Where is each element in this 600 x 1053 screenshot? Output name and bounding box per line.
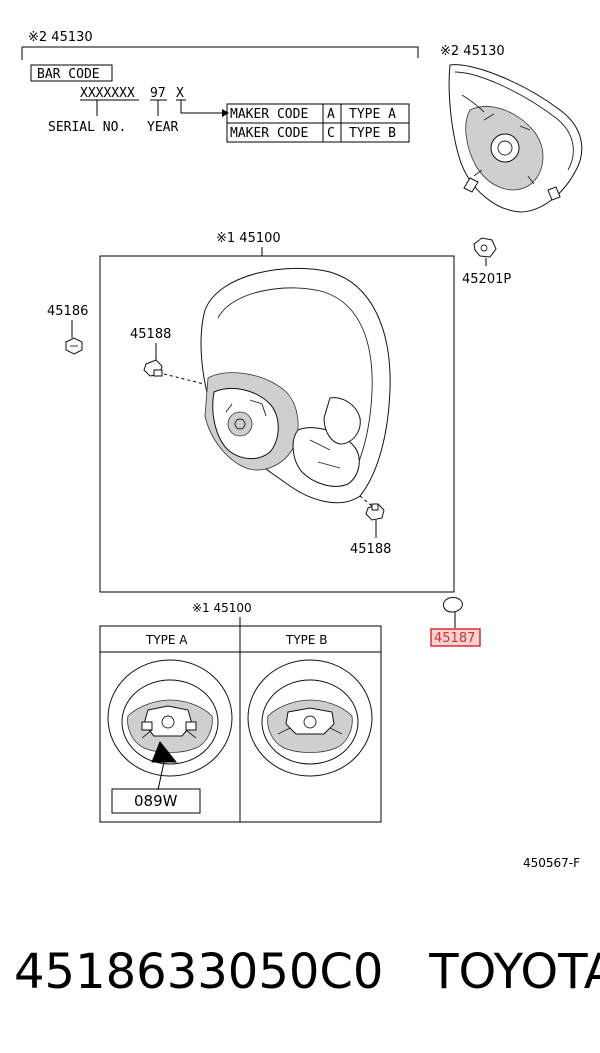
screw-top-icon — [143, 359, 163, 377]
clip-left-label: 45186 — [47, 304, 88, 319]
header-bracket — [22, 46, 419, 58]
screw-bottom-icon — [365, 503, 385, 521]
type-a-header: TYPE A — [145, 633, 188, 647]
maker-code-row1-label: MAKER CODE — [230, 107, 308, 122]
wheel-assy-frame — [99, 255, 455, 593]
type-b-header: TYPE B — [285, 633, 328, 647]
type-a-wheel-drawing — [107, 659, 233, 791]
serial-label: SERIAL NO. — [48, 120, 126, 135]
nut-label: 45201P — [462, 272, 511, 287]
maker-code-row1-code: A — [327, 107, 335, 122]
code-box-text: 089W — [134, 792, 178, 810]
wheel-assy-label: ※1 45100 — [216, 231, 281, 246]
bar-code-box — [30, 64, 113, 82]
highlighted-part-label[interactable]: 45187 — [434, 631, 475, 646]
maker-code-row2-type: TYPE B — [349, 126, 396, 141]
airbag-ref-label: ※2 45130 — [28, 30, 93, 45]
highlighted-part-box[interactable] — [430, 628, 481, 647]
nut-icon — [473, 237, 497, 258]
wheel-assy-lower-label: ※1 45100 — [192, 601, 252, 615]
footer: 4518633050C0 TOYOTA — [14, 940, 600, 1010]
type-code: X — [176, 86, 184, 101]
type-table: TYPE A TYPE B — [99, 625, 382, 823]
year-label: YEAR — [147, 120, 178, 135]
maker-code-row1-type: TYPE A — [349, 107, 396, 122]
maker-code-row2-code: C — [327, 126, 335, 141]
part-number: 4518633050C0 — [14, 944, 384, 1000]
airbag-right-label: ※2 45130 — [440, 44, 505, 59]
screw-bottom-label: 45188 — [350, 542, 391, 557]
cover-part-icon — [443, 597, 463, 613]
arrow-head-icon — [222, 109, 229, 117]
code-box — [111, 788, 201, 814]
type-b-wheel-drawing — [247, 659, 373, 777]
brand-name: TOYOTA — [429, 944, 600, 1000]
steering-wheel-drawing — [200, 267, 391, 504]
clip-part-icon — [65, 337, 83, 355]
maker-code-table: MAKER CODE A TYPE A MAKER CODE C TYPE B — [226, 103, 410, 143]
year-code: 97 — [150, 86, 166, 101]
screw-top-label: 45188 — [130, 327, 171, 342]
airbag-module-drawing — [448, 64, 583, 213]
type-arrow — [180, 100, 222, 114]
serial-placeholder: XXXXXXX — [80, 86, 135, 101]
bar-code-label: BAR CODE — [37, 67, 100, 82]
figure-code: 450567-F — [523, 856, 580, 870]
maker-code-row2-label: MAKER CODE — [230, 126, 308, 141]
